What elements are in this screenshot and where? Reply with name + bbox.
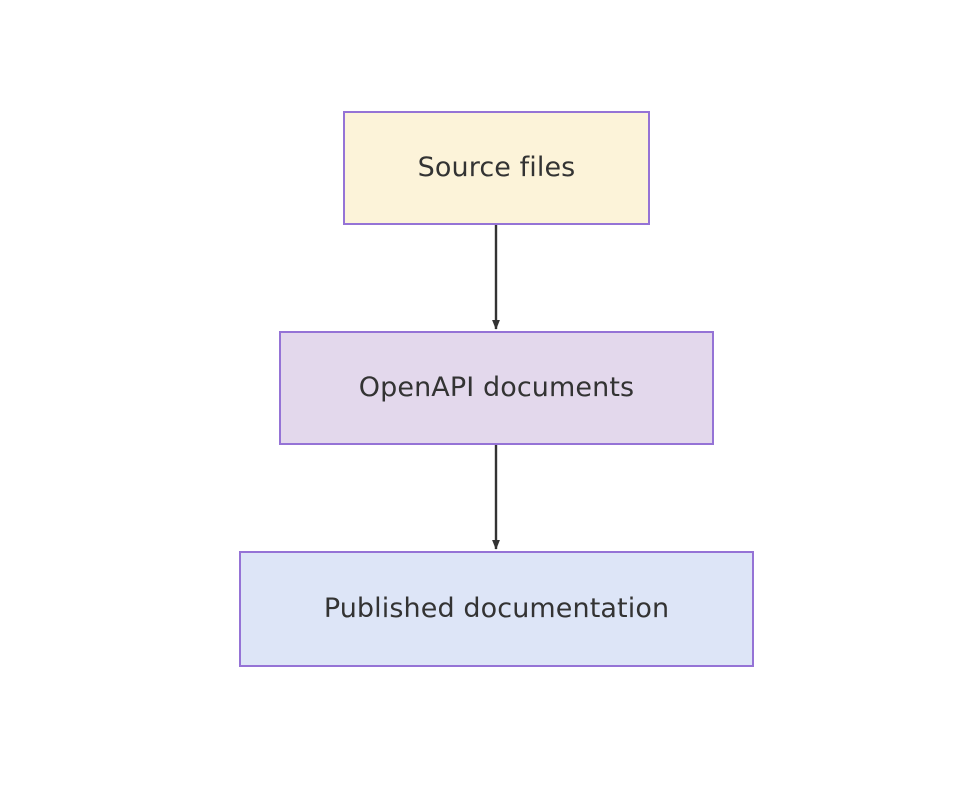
- node-openapi-documents-label: OpenAPI documents: [358, 371, 635, 403]
- node-published-documentation-label: Published documentation: [323, 592, 670, 624]
- node-source-files-label: Source files: [417, 151, 576, 183]
- node-source-files[interactable]: Source files: [343, 111, 650, 225]
- node-published-documentation[interactable]: Published documentation: [239, 551, 754, 667]
- node-openapi-documents[interactable]: OpenAPI documents: [279, 331, 714, 445]
